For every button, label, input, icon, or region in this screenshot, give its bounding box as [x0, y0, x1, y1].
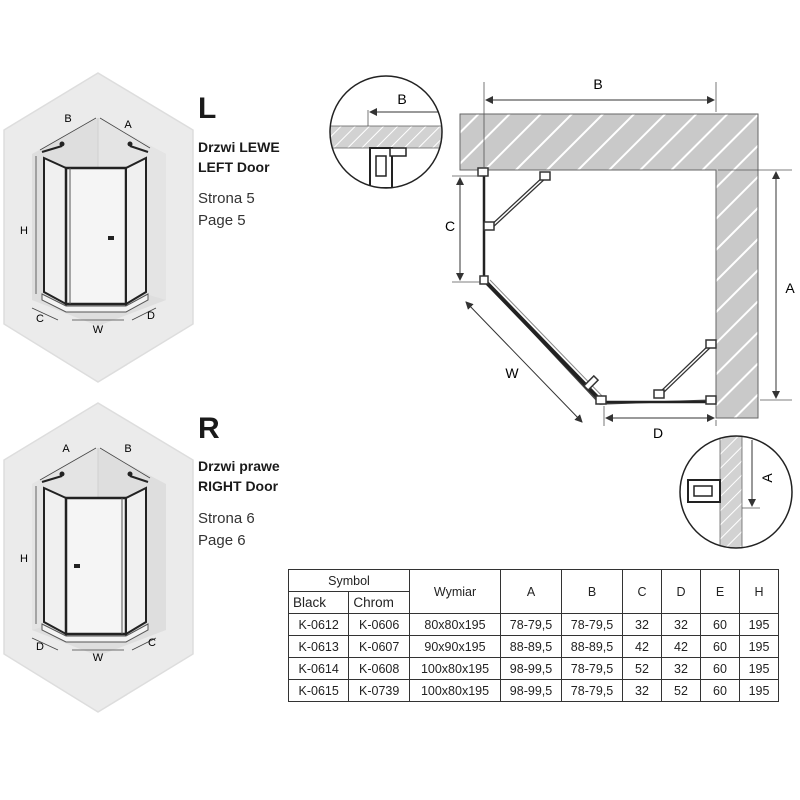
dim-label: B	[124, 443, 131, 455]
cell-wymiar: 90x90x195	[409, 635, 501, 658]
cell-h: 195	[739, 613, 779, 636]
cell-black: K-0613	[287, 635, 350, 658]
col-header-h: H	[739, 569, 779, 614]
table-row: K-0615 K-0739 100x80x195 98-99,5 78-79,5…	[287, 679, 779, 702]
cell-e: 60	[700, 635, 740, 658]
symbol-header: Symbol	[288, 569, 410, 592]
cell-b: 88-89,5	[561, 635, 623, 658]
left-door-illustration: B A H C W D	[3, 72, 194, 383]
table-row: K-0614 K-0608 100x80x195 98-99,5 78-79,5…	[287, 657, 779, 680]
right-door-page-en: Page 6	[198, 532, 246, 549]
dim-label: B	[64, 113, 71, 125]
cell-chrom: K-0739	[348, 679, 410, 702]
cell-d: 32	[661, 657, 701, 680]
cell-h: 195	[739, 635, 779, 658]
dim-A-label: A	[785, 280, 795, 296]
right-door-letter: R	[198, 412, 220, 445]
cell-e: 60	[700, 679, 740, 702]
detail-bottom-label: A	[759, 473, 775, 483]
dim-W-label: W	[505, 365, 519, 381]
door-handle-icon	[74, 564, 80, 568]
right-door-caption: Drzwi prawe RIGHT Door	[198, 456, 280, 496]
cell-c: 52	[622, 657, 662, 680]
col-header-b: B	[561, 569, 623, 614]
right-door-line2: RIGHT Door	[198, 478, 279, 494]
spec-table: Symbol Wymiar A B C D E H Black Chrom K-…	[287, 569, 779, 702]
cell-wymiar: 100x80x195	[409, 679, 501, 702]
dim-label: H	[20, 553, 28, 565]
left-door-page: Strona 5 Page 5	[198, 188, 255, 232]
cell-wymiar: 80x80x195	[409, 613, 501, 636]
dim-label: D	[147, 310, 155, 322]
detail-bottom-circle: A	[679, 435, 793, 549]
dim-label: W	[93, 324, 104, 336]
left-door-letter: L	[198, 92, 217, 125]
dim-label: W	[93, 652, 104, 664]
cell-d: 32	[661, 613, 701, 636]
cell-b: 78-79,5	[561, 679, 623, 702]
cell-chrom: K-0607	[348, 635, 410, 658]
table-row: K-0612 K-0606 80x80x195 78-79,5 78-79,5 …	[287, 613, 779, 636]
cell-chrom: K-0606	[348, 613, 410, 636]
col-header-black: Black	[287, 591, 350, 614]
detail-top-label: B	[397, 91, 406, 107]
dim-label: A	[124, 119, 132, 131]
col-header-d: D	[661, 569, 701, 614]
col-header-wymiar: Wymiar	[409, 569, 501, 614]
dim-label: D	[36, 641, 44, 653]
right-door-page-pl: Strona 6	[198, 510, 255, 527]
dim-label: C	[148, 637, 156, 649]
left-door-page-pl: Strona 5	[198, 190, 255, 207]
cell-d: 52	[661, 679, 701, 702]
cell-a: 88-89,5	[500, 635, 562, 658]
col-header-chrom: Chrom	[348, 591, 410, 614]
door-handle-icon	[108, 236, 114, 240]
cell-c: 32	[622, 679, 662, 702]
col-header-a: A	[500, 569, 562, 614]
cell-c: 32	[622, 613, 662, 636]
cell-black: K-0612	[287, 613, 350, 636]
dim-C-label: C	[445, 218, 455, 234]
left-door-page-en: Page 5	[198, 212, 246, 229]
cell-b: 78-79,5	[561, 657, 623, 680]
cell-wymiar: 100x80x195	[409, 657, 501, 680]
right-door-page: Strona 6 Page 6	[198, 508, 255, 552]
cell-e: 60	[700, 657, 740, 680]
cell-b: 78-79,5	[561, 613, 623, 636]
col-header-c: C	[622, 569, 662, 614]
table-row: K-0613 K-0607 90x90x195 88-89,5 88-89,5 …	[287, 635, 779, 658]
cell-a: 98-99,5	[500, 657, 562, 680]
right-door-illustration: A B H D W C	[3, 402, 194, 713]
dim-label: A	[62, 443, 70, 455]
left-door-line2: LEFT Door	[198, 159, 270, 175]
cell-c: 42	[622, 635, 662, 658]
cell-e: 60	[700, 613, 740, 636]
dim-label: H	[20, 225, 28, 237]
dim-B-label: B	[593, 76, 602, 92]
cell-chrom: K-0608	[348, 657, 410, 680]
col-header-e: E	[700, 569, 740, 614]
right-door-line1: Drzwi prawe	[198, 458, 280, 474]
left-door-caption: Drzwi LEWE LEFT Door	[198, 137, 280, 177]
cell-black: K-0614	[287, 657, 350, 680]
cell-black: K-0615	[287, 679, 350, 702]
left-door-line1: Drzwi LEWE	[198, 139, 280, 155]
plan-view-drawing: B A C W D B	[329, 75, 795, 549]
detail-top-circle: B	[329, 75, 443, 189]
cell-d: 42	[661, 635, 701, 658]
dim-label: C	[36, 313, 44, 325]
cell-a: 98-99,5	[500, 679, 562, 702]
cell-h: 195	[739, 679, 779, 702]
cell-h: 195	[739, 657, 779, 680]
cell-a: 78-79,5	[500, 613, 562, 636]
dim-D-label: D	[653, 425, 663, 441]
